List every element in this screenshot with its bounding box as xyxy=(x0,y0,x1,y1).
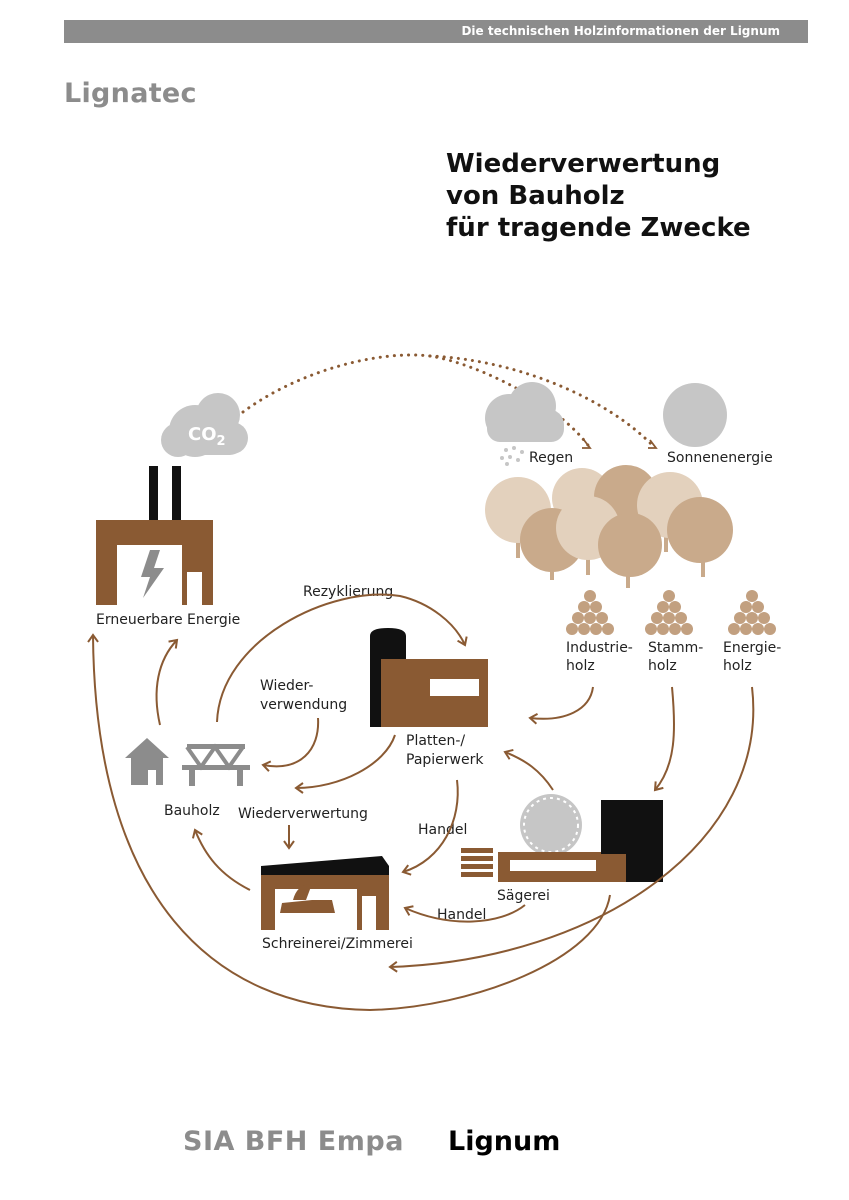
timber-label: Bauholz xyxy=(164,803,220,819)
industrial-wood-label-line-1: Industrie- xyxy=(566,640,633,656)
sawmill-label: Sägerei xyxy=(497,888,550,904)
brand-name: Lignatec xyxy=(64,78,197,109)
title-line-2: von Bauholz xyxy=(446,181,625,211)
co2-cloud-icon xyxy=(161,393,248,457)
title-line-3: für tragende Zwecke xyxy=(446,213,751,243)
flow-arrows xyxy=(87,593,755,1012)
bridge-truss-icon xyxy=(182,743,250,786)
arrow-recycling-to-board-mill xyxy=(216,593,468,723)
reuse-label-line-2: verwendung xyxy=(260,697,347,713)
energy-wood-label-line-2: holz xyxy=(723,658,752,674)
sawmill-icon xyxy=(498,800,663,882)
board-mill-icon xyxy=(370,628,488,727)
industrial-wood-label-line-2: holz xyxy=(566,658,595,674)
log-pile-icon xyxy=(728,590,776,635)
joinery-label: Schreinerei/Zimmerei xyxy=(262,936,413,952)
series-label: Die technischen Holzinformationen der Li… xyxy=(461,24,780,38)
log-pile-icon xyxy=(645,590,693,635)
sun-icon xyxy=(663,383,727,447)
log-wood-label-line-2: holz xyxy=(648,658,677,674)
arrow-sawmill-to-board-mill xyxy=(503,748,554,791)
arrow-to-rain-icon xyxy=(582,439,592,449)
rain-label: Regen xyxy=(529,450,573,466)
arrow-logwood-to-sawmill xyxy=(653,686,676,792)
lumber-stack-icon xyxy=(461,848,493,877)
arrow-sawmill-trade-to-joinery xyxy=(403,904,526,923)
title-line-1: Wiederverwertung xyxy=(446,149,721,179)
board-mill-label-line-1: Platten-/ xyxy=(406,733,465,749)
log-wood-label-line-1: Stamm- xyxy=(648,640,703,656)
arrow-timber-to-energy xyxy=(155,638,179,726)
lightning-icon xyxy=(141,550,164,598)
energy-wood-label-line-1: Energie- xyxy=(723,640,781,656)
renewable-energy-label: Erneuerbare Energie xyxy=(96,612,240,628)
arrow-to-sun-icon xyxy=(648,439,658,449)
house-icon xyxy=(125,738,169,785)
rain-cloud-icon xyxy=(485,382,564,442)
carbon-cycle-dotted-path xyxy=(241,353,657,450)
co2-label: CO2 xyxy=(188,424,226,449)
arrow-joinery-to-timber xyxy=(191,828,251,891)
rain-drops-icon xyxy=(500,446,524,466)
saw-blade-icon xyxy=(520,794,582,856)
page-title: Wiederverwertung von Bauholz für tragend… xyxy=(446,148,751,244)
trade-label-lower: Handel xyxy=(437,907,486,923)
forest-icon xyxy=(485,465,733,588)
board-mill-label-line-2: Papierwerk xyxy=(406,752,484,768)
reuse-label-line-1: Wieder- xyxy=(260,678,313,694)
recovery-label: Wiederverwertung xyxy=(238,806,368,822)
arrow-reuse-to-timber xyxy=(261,717,320,772)
plane-tool-icon xyxy=(280,876,335,913)
solar-label: Sonnenenergie xyxy=(667,450,773,466)
publisher-logo: Lignum xyxy=(448,1126,561,1157)
arrow-industrial-to-board-mill xyxy=(528,686,594,725)
arrow-board-mill-trade-to-joinery xyxy=(401,779,459,876)
arrow-cycle-to-energy xyxy=(87,633,611,1012)
joinery-workshop-icon xyxy=(261,856,389,930)
log-pile-icon xyxy=(566,590,614,635)
arrow-energywood-to-joinery xyxy=(388,686,755,973)
partner-logos: SIA BFH Empa xyxy=(183,1126,404,1157)
header-bar: Die technischen Holzinformationen der Li… xyxy=(64,20,808,43)
recycling-label: Rezyklierung xyxy=(303,584,393,600)
arrow-board-mill-to-timber xyxy=(294,734,396,794)
power-plant-icon xyxy=(96,466,213,605)
trade-label-upper: Handel xyxy=(418,822,467,838)
